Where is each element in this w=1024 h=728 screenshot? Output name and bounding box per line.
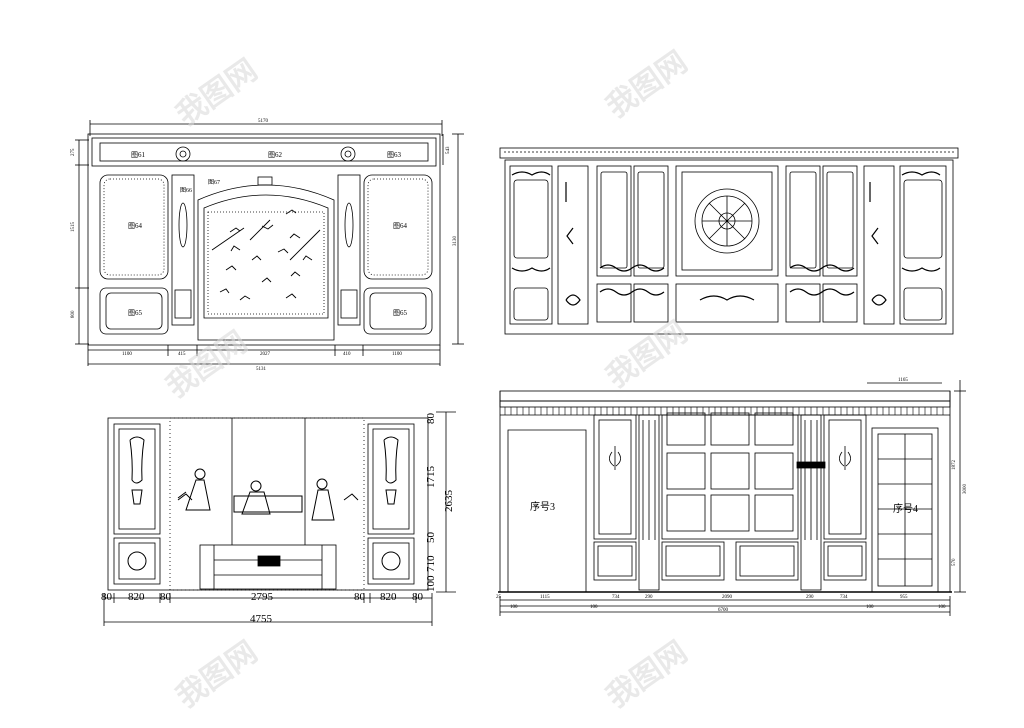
dim-d-bottom-7: 734: [840, 595, 848, 600]
elevation-d: 1165 序号3: [496, 378, 968, 616]
dim-a-bottom-2: 415: [178, 352, 186, 357]
dim-c-right-3: 2635: [443, 490, 455, 513]
label-a-63: 图63: [387, 151, 401, 159]
dim-c-bottom-1: 80: [101, 591, 113, 603]
dim-a-left-3: 800: [71, 310, 76, 318]
label-a-67: 图67: [208, 179, 220, 186]
dim-d-total: 6700: [718, 608, 729, 613]
dim-c-right-4: 50: [425, 532, 437, 544]
label-a-62: 图62: [268, 151, 282, 159]
label-d-seq3: 序号3: [530, 500, 555, 513]
dim-d-right-1: 3000: [963, 484, 968, 495]
dim-c-bottom-3: 80: [160, 591, 172, 603]
dim-d-right-2: 1872: [952, 460, 957, 471]
dim-d-bottom-8: 955: [900, 595, 908, 600]
label-a-65a: 图65: [128, 309, 142, 317]
dim-c-bottom-7: 80: [412, 591, 424, 603]
dim-d-bottom-3: 734: [612, 595, 620, 600]
dim-d-top-right: 1165: [898, 378, 908, 383]
dim-c-right-2: 1715: [425, 466, 437, 489]
dim-a-bottom-5: 1100: [392, 352, 402, 357]
dim-d-bottom-4: 290: [645, 595, 653, 600]
dim-c-bottom-4: 2795: [251, 591, 274, 603]
dim-d-bottom-1: 25: [496, 595, 502, 600]
dim-c-bottom-2: 820: [128, 591, 145, 603]
dim-c-right-6: 100: [425, 575, 437, 592]
elevation-c: 80 820 80 2795 80 820 80 4755 80 1715 26…: [101, 411, 456, 626]
dim-a-top: 5170: [258, 119, 269, 124]
dim-c-bottom-6: 820: [380, 591, 397, 603]
label-a-64b: 图64: [393, 222, 407, 230]
label-a-66: 图66: [180, 187, 192, 194]
dim-c-total: 4755: [250, 613, 273, 625]
dim-d-sub-4: 100: [938, 605, 946, 610]
dim-c-right-5: 710: [425, 555, 437, 572]
dim-c-right-1: 80: [425, 413, 437, 425]
dim-d-sub-1: 100: [510, 605, 518, 610]
dim-d-bottom-6: 290: [806, 595, 814, 600]
dim-a-bottom-3: 2027: [260, 352, 271, 357]
dim-a-total: 5131: [256, 367, 267, 372]
label-a-65b: 图65: [393, 309, 407, 317]
dim-d-right-3: 570: [952, 558, 957, 566]
elevation-b: [499, 147, 959, 335]
label-a-61: 图61: [131, 151, 145, 159]
label-d-seq4: 序号4: [893, 502, 918, 515]
dim-a-left-1: 275: [71, 148, 76, 156]
dim-d-bottom-5: 2090: [722, 595, 733, 600]
dim-a-bottom-1: 1100: [122, 352, 132, 357]
dim-a-right-inner: 543: [446, 146, 451, 154]
dim-d-sub-2: 100: [590, 605, 598, 610]
dim-d-bottom-2: 1115: [540, 595, 550, 600]
dim-a-left-2: 1515: [71, 222, 76, 233]
elevation-a: 5170 275 1515 800 543 3130 图61 图62 图63 图…: [71, 119, 464, 372]
dim-c-bottom-5: 80: [354, 591, 366, 603]
dim-a-bottom-4: 410: [343, 352, 351, 357]
dim-d-sub-3: 100: [866, 605, 874, 610]
label-a-64a: 图64: [128, 222, 142, 230]
dim-a-right-total: 3130: [453, 236, 458, 247]
